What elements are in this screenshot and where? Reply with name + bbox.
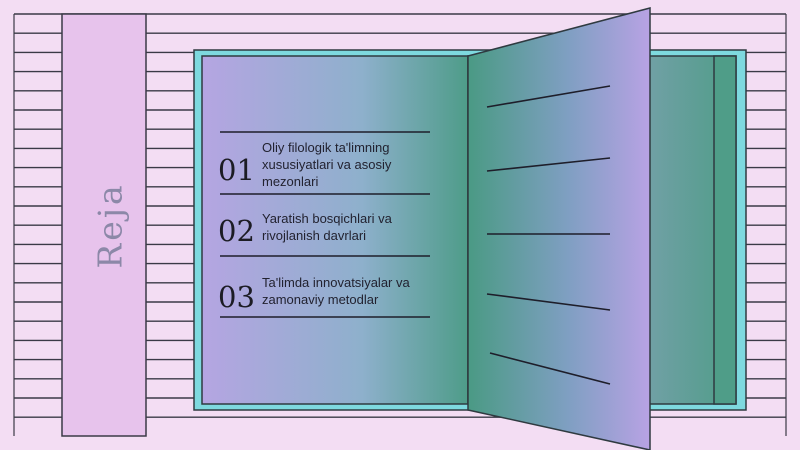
turning-page xyxy=(467,7,651,450)
agenda-item-text: Oliy filologik ta'limning xususiyatlari … xyxy=(262,140,392,189)
book-left-page xyxy=(201,55,469,405)
agenda-item-number: 02 xyxy=(218,214,255,248)
side-title: Reja xyxy=(70,150,150,300)
agenda-item-number: 03 xyxy=(218,280,255,314)
agenda-item-number: 01 xyxy=(218,153,255,187)
agenda-item-text: Ta'limda innovatsiyalar va zamonaviy met… xyxy=(262,275,410,307)
agenda-item-text: Yaratish bosqichlari va rivojlanish davr… xyxy=(262,211,392,243)
turning-page-lines xyxy=(486,85,611,385)
list-separators xyxy=(220,131,430,318)
side-band xyxy=(61,13,147,437)
book-back-cover-edge xyxy=(713,55,737,405)
side-title-text: Reja xyxy=(90,181,130,269)
